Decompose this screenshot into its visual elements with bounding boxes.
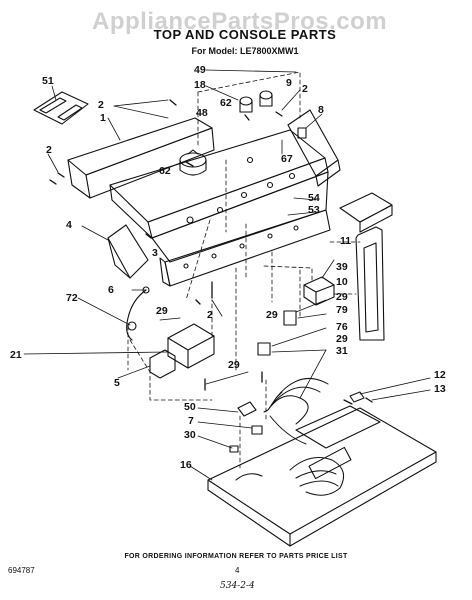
diagram-title: TOP AND CONSOLE PARTS (153, 27, 337, 42)
callout-21: 21 (10, 349, 22, 361)
callout-39: 39 (336, 261, 348, 273)
callout-3: 3 (152, 247, 158, 259)
callout-7: 7 (188, 415, 194, 427)
callout-10: 10 (336, 276, 348, 288)
callout-29: 29 (266, 309, 278, 321)
callout-2: 2 (302, 83, 308, 95)
callout-2: 2 (46, 144, 52, 156)
part-21-switch-assembly (149, 323, 215, 379)
callout-2: 2 (98, 99, 104, 111)
callout-29: 29 (156, 305, 168, 317)
callout-30: 30 (184, 429, 196, 441)
callout-49: 49 (194, 64, 206, 76)
callout-50: 50 (184, 401, 196, 413)
callout-76: 76 (336, 321, 348, 333)
callout-16: 16 (180, 459, 192, 471)
callout-79: 79 (336, 304, 348, 316)
callout-48: 48 (196, 107, 208, 119)
callout-9: 9 (286, 77, 292, 89)
ordering-note: FOR ORDERING INFORMATION REFER TO PARTS … (124, 553, 348, 560)
callout-5: 5 (114, 377, 120, 389)
part-8-end-bracket (287, 109, 341, 187)
callout-51: 51 (42, 75, 54, 87)
callout-1: 1 (100, 112, 106, 124)
part-51-bracket (33, 91, 89, 125)
callout-54: 54 (308, 192, 320, 204)
callout-11: 11 (340, 235, 352, 247)
part-12-clip (349, 391, 365, 403)
assembly-lines (127, 71, 361, 469)
watermark-text: AppliancePartsPros.com (92, 8, 388, 35)
handwritten-note: 534-2-4 (220, 581, 255, 591)
callout-62: 62 (159, 165, 171, 177)
screws (49, 99, 373, 405)
part-4-end-cap (107, 224, 149, 279)
part-53-console-base (159, 209, 331, 287)
callout-31: 31 (336, 345, 348, 357)
callout-18: 18 (194, 79, 206, 91)
part-49-knobs (239, 90, 273, 113)
callout-6: 6 (108, 284, 114, 296)
part-11-side-trim (339, 192, 393, 341)
callout-13: 13 (434, 383, 446, 395)
callout-29: 29 (228, 359, 240, 371)
part-39-timer (303, 276, 335, 306)
part-50-terminal-block (229, 401, 263, 453)
callout-2: 2 (207, 309, 213, 321)
part-31-wire-harness (263, 377, 345, 496)
callout-4: 4 (66, 219, 72, 231)
part-72-cord (126, 286, 150, 341)
callout-53: 53 (308, 204, 320, 216)
callout-67: 67 (281, 153, 293, 165)
callout-29: 29 (336, 291, 348, 303)
part-48-control-knob (179, 149, 207, 176)
callout-72: 72 (66, 292, 78, 304)
callout-62: 62 (220, 97, 232, 109)
callout-8: 8 (318, 104, 324, 116)
part-1-back-panel (67, 117, 215, 199)
callout-12: 12 (434, 369, 446, 381)
leader-lines (23, 69, 431, 481)
part-76-connector (257, 342, 271, 356)
callout-29: 29 (336, 333, 348, 345)
model-subtitle: For Model: LE7800XMW1 (191, 46, 299, 56)
part-16-top-panel (207, 405, 437, 547)
part-79-switch (283, 310, 297, 326)
page-number: 4 (235, 566, 240, 575)
document-number: 694787 (8, 566, 35, 575)
